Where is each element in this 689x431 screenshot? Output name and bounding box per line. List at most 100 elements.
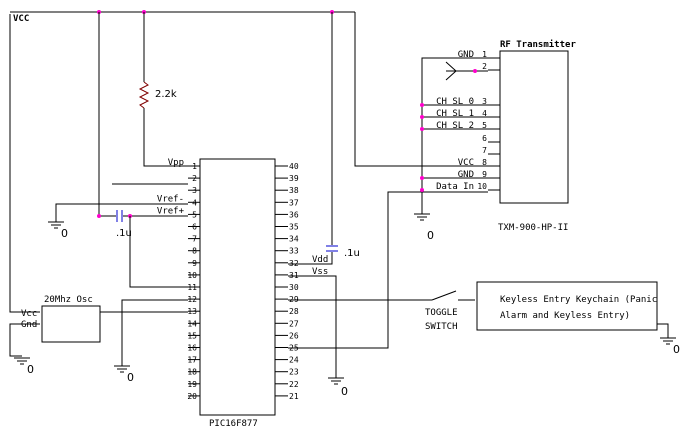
pic-left-pin-number: 13 <box>187 307 197 316</box>
gnd-label-vss: 0 <box>341 385 348 398</box>
pic-left-pin-number: 10 <box>187 271 197 280</box>
rf-part-number: TXM-900-HP-II <box>498 223 568 233</box>
pic-left-pin-number: 15 <box>187 331 197 340</box>
cap-right-value: .1u <box>344 248 360 259</box>
gnd-label-keychain: 0 <box>673 343 680 356</box>
gnd-label-osc: 0 <box>27 363 34 376</box>
junction-dot-rf-2 <box>420 115 424 119</box>
pic-left-pin-number: 4 <box>192 198 197 207</box>
pic16f877: 1Vpp234Vref-5Vref+6789101112131415161718… <box>157 158 328 429</box>
pic-right-pin-number: 26 <box>289 331 299 340</box>
gnd-label-vref: 0 <box>61 227 68 240</box>
keychain: Keyless Entry Keychain (Panic Alarm and … <box>476 281 680 356</box>
junction-dot-rf-4 <box>420 176 424 180</box>
pic-right-pin-number: 24 <box>289 356 299 365</box>
osc-title: 20Mhz Osc <box>44 295 93 305</box>
rf-pin-number: 6 <box>482 134 487 143</box>
pic-left-pin-number: 6 <box>192 223 197 232</box>
pin12-ground: 0 <box>114 299 188 384</box>
pic-right-pin-number: 21 <box>289 392 299 401</box>
pic-left-pin-number: 18 <box>187 368 197 377</box>
keychain-box <box>476 281 658 331</box>
rf-pin-label: CH SL 0 <box>436 97 474 107</box>
pic-left-pin-number: 11 <box>187 283 197 292</box>
antenna-icon <box>445 61 488 81</box>
rf-pin-label: VCC <box>458 158 474 168</box>
rf-pin-number: 5 <box>482 121 487 130</box>
pic-right-pin-number: 27 <box>289 319 299 328</box>
capacitor-left: .1u <box>97 12 188 288</box>
rf-pin-label: CH SL 2 <box>436 121 474 131</box>
pic-right-pin-number: 32 <box>289 259 299 268</box>
rf-pin-label: GND <box>458 50 474 60</box>
vref-minus-ground: 0 <box>48 203 188 240</box>
gnd-label-pin12: 0 <box>127 371 134 384</box>
pic-left-pin-number: 1 <box>192 162 197 171</box>
pic-right-pin-label: Vss <box>312 267 328 277</box>
pic-part-name: PIC16F877 <box>209 419 258 429</box>
vcc-rail: VCC <box>9 11 355 313</box>
rf-pin-label: GND <box>458 170 474 180</box>
pic-left-pin-number: 12 <box>187 295 197 304</box>
switch-label-2: SWITCH <box>425 322 458 332</box>
gnd-label-rf: 0 <box>427 229 434 242</box>
rf-pin-number: 2 <box>482 62 487 71</box>
switch-label-1: TOGGLE <box>425 308 458 318</box>
cap-left-value: .1u <box>116 228 132 239</box>
wire-vcc-to-rf <box>354 12 488 167</box>
rf-pin-number: 3 <box>482 97 487 106</box>
vcc-label: VCC <box>13 14 29 24</box>
pic-right-pin-number: 34 <box>289 235 299 244</box>
keychain-text-1: Keyless Entry Keychain (Panic <box>500 295 657 305</box>
rf-title: RF Transmitter <box>500 39 576 50</box>
junction-dot-cap-left <box>97 214 101 218</box>
pic-left-pin-label: Vref+ <box>157 206 185 216</box>
keychain-text-2: Alarm and Keyless Entry) <box>500 311 630 321</box>
pic-right-pin-number: 35 <box>289 223 299 232</box>
pic-left-pin-number: 3 <box>192 186 197 195</box>
rf-pin-number: 7 <box>482 146 487 155</box>
pic-left-pins: 1Vpp234Vref-5Vref+6789101112131415161718… <box>157 158 200 401</box>
pic-right-pin-number: 37 <box>289 198 299 207</box>
pic-right-pin-number: 31 <box>289 271 299 280</box>
pic-right-pin-number: 38 <box>289 186 299 195</box>
pic-left-pin-number: 14 <box>187 319 197 328</box>
junction-dot-rf-5 <box>420 188 424 192</box>
pic-right-pin-number: 28 <box>289 307 299 316</box>
wire-data-in <box>288 191 488 349</box>
rf-pin-number: 10 <box>477 182 487 191</box>
resistor-2k2: 2.2k <box>138 12 188 167</box>
vss-ground: 0 <box>288 275 348 398</box>
rf-pin-label: Data In <box>436 182 474 192</box>
rf-pin-number: 8 <box>482 158 487 167</box>
pic-right-pin-number: 30 <box>289 283 299 292</box>
pic-left-pin-label: Vref- <box>157 194 184 204</box>
pic-right-pin-number: 36 <box>289 210 299 219</box>
pic-body <box>199 158 276 416</box>
rf-body <box>499 50 569 204</box>
pic-right-pin-number: 22 <box>289 380 299 389</box>
pic-right-pin-number: 23 <box>289 368 299 377</box>
toggle-switch: TOGGLE SWITCH <box>288 290 475 332</box>
pic-left-pin-number: 16 <box>187 344 197 353</box>
capacitor-right: .1u <box>288 12 360 265</box>
rf-pin-number: 9 <box>482 170 487 179</box>
rf-pin-number: 4 <box>482 109 487 118</box>
rf-pin-number: 1 <box>482 50 487 59</box>
pic-left-pin-number: 5 <box>192 210 197 219</box>
pic-right-pin-label: Vdd <box>312 255 328 265</box>
oscillator: 20Mhz Osc Vcc Gnd 0 <box>9 295 188 376</box>
osc-gnd-label: Gnd <box>21 320 37 330</box>
pic-right-pin-number: 33 <box>289 247 299 256</box>
junction-dot-antenna <box>473 69 477 73</box>
pic-left-pin-number: 7 <box>192 235 197 244</box>
pic-right-pin-number: 40 <box>289 162 299 171</box>
pic-right-pin-number: 39 <box>289 174 299 183</box>
pic-left-pin-number: 17 <box>187 356 197 365</box>
junction-dot-rf-3 <box>420 127 424 131</box>
pic-left-pin-number: 20 <box>187 392 197 401</box>
pic-left-pin-number: 19 <box>187 380 197 389</box>
